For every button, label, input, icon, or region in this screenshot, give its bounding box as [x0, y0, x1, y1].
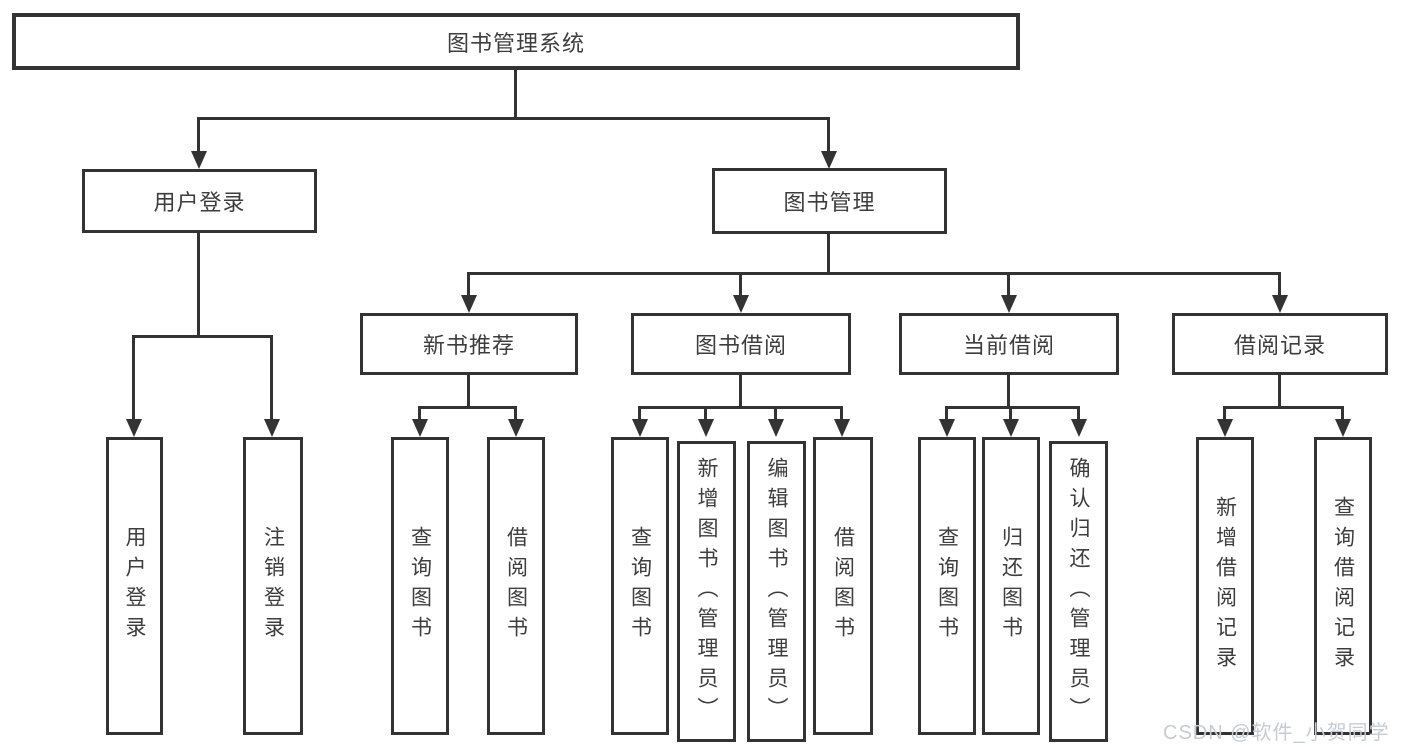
leaf-add-books-admin: 新增图书（管理员）	[677, 441, 736, 742]
leaf-add-borrow-record: 新增借阅记录	[1196, 437, 1254, 735]
connector-line	[1223, 406, 1226, 421]
leaf-add-books-admin-label: 新增图书（管理员）	[695, 456, 718, 727]
connector-line	[739, 375, 742, 406]
arrow-down-icon	[698, 419, 714, 437]
leaf-query-books-recommend: 查询图书	[391, 437, 449, 735]
leaf-return-books: 归还图书	[982, 437, 1040, 735]
leaf-user-login: 用户登录	[106, 437, 163, 735]
connector-line	[739, 272, 742, 297]
leaf-edit-books-admin-label: 编辑图书（管理员）	[765, 456, 788, 727]
node-user-login: 用户登录	[82, 169, 317, 233]
connector-line	[467, 375, 470, 406]
node-root-label: 图书管理系统	[446, 30, 585, 56]
connector-line	[945, 406, 948, 421]
node-book-management: 图书管理	[712, 168, 947, 234]
connector-line	[197, 117, 830, 120]
arrow-down-icon	[834, 419, 850, 437]
connector-line	[132, 335, 135, 421]
connector-line	[840, 406, 843, 421]
connector-line	[704, 406, 707, 421]
connector-line	[1077, 406, 1080, 421]
node-book-borrow: 图书借阅	[631, 313, 851, 375]
leaf-query-borrow-record-label: 查询借阅记录	[1331, 496, 1355, 676]
leaf-query-books-borrow-label: 查询图书	[628, 526, 652, 646]
connector-line	[1009, 406, 1012, 421]
connector-line	[418, 406, 421, 421]
node-new-book-recommend: 新书推荐	[360, 313, 578, 375]
node-current-borrow: 当前借阅	[899, 313, 1119, 375]
node-borrow-records: 借阅记录	[1172, 313, 1388, 375]
connector-line	[418, 406, 517, 409]
node-current-borrow-label: 当前借阅	[962, 333, 1055, 358]
arrow-down-icon	[264, 419, 280, 437]
connector-line	[270, 335, 273, 421]
connector-line	[945, 406, 1080, 409]
connector-line	[514, 406, 517, 421]
leaf-borrow-books-recommend: 借阅图书	[487, 437, 545, 735]
connector-line	[1341, 406, 1344, 421]
leaf-borrow-books-recommend-label: 借阅图书	[504, 526, 528, 646]
connector-line	[827, 234, 830, 272]
node-root-library-system: 图书管理系统	[12, 13, 1020, 70]
node-user-login-label: 用户登录	[153, 190, 246, 215]
node-new-book-recommend-label: 新书推荐	[422, 333, 515, 358]
arrow-down-icon	[412, 419, 428, 437]
leaf-user-login-label: 用户登录	[123, 526, 146, 646]
leaf-logout: 注销登录	[243, 437, 303, 735]
connector-line	[1278, 375, 1281, 406]
arrow-down-icon	[126, 419, 142, 437]
arrow-down-icon	[821, 151, 837, 169]
connector-line	[1007, 375, 1010, 406]
connector-line	[514, 70, 517, 117]
arrow-down-icon	[508, 419, 524, 437]
connector-line	[1223, 406, 1344, 409]
node-book-management-label: 图书管理	[783, 190, 876, 215]
connector-line	[132, 335, 273, 338]
connector-line	[1007, 272, 1010, 297]
node-book-borrow-label: 图书借阅	[694, 333, 787, 358]
arrow-down-icon	[1335, 419, 1351, 437]
leaf-query-borrow-record: 查询借阅记录	[1314, 437, 1372, 735]
arrow-down-icon	[1003, 419, 1019, 437]
leaf-borrow-books: 借阅图书	[813, 437, 873, 735]
connector-line	[467, 272, 470, 297]
leaf-return-books-label: 归还图书	[999, 526, 1023, 646]
leaf-query-books-borrow: 查询图书	[611, 437, 669, 735]
node-borrow-records-label: 借阅记录	[1233, 333, 1326, 358]
connector-line	[197, 233, 200, 335]
arrow-down-icon	[1071, 419, 1087, 437]
connector-line	[1278, 272, 1281, 297]
watermark: CSDN @软件_小贺同学	[1163, 722, 1390, 744]
arrow-down-icon	[1272, 295, 1288, 313]
arrow-down-icon	[768, 419, 784, 437]
connector-line	[638, 406, 641, 421]
connector-line	[467, 272, 1281, 275]
leaf-edit-books-admin: 编辑图书（管理员）	[747, 441, 806, 742]
arrow-down-icon	[191, 151, 207, 169]
arrow-down-icon	[733, 295, 749, 313]
leaf-query-books-recommend-label: 查询图书	[408, 526, 432, 646]
leaf-query-books-current: 查询图书	[918, 437, 976, 735]
leaf-confirm-return-admin: 确认归还（管理员）	[1049, 441, 1108, 742]
arrow-down-icon	[939, 419, 955, 437]
leaf-query-books-current-label: 查询图书	[935, 526, 959, 646]
arrow-down-icon	[1001, 295, 1017, 313]
leaf-logout-label: 注销登录	[261, 526, 285, 646]
arrow-down-icon	[632, 419, 648, 437]
arrow-down-icon	[1217, 419, 1233, 437]
leaf-add-borrow-record-label: 新增借阅记录	[1213, 496, 1237, 676]
connector-line	[638, 406, 843, 409]
connector-line	[774, 406, 777, 421]
connector-line	[197, 117, 200, 153]
arrow-down-icon	[461, 295, 477, 313]
leaf-confirm-return-admin-label: 确认归还（管理员）	[1067, 456, 1090, 727]
connector-line	[827, 117, 830, 153]
leaf-borrow-books-label: 借阅图书	[831, 526, 855, 646]
